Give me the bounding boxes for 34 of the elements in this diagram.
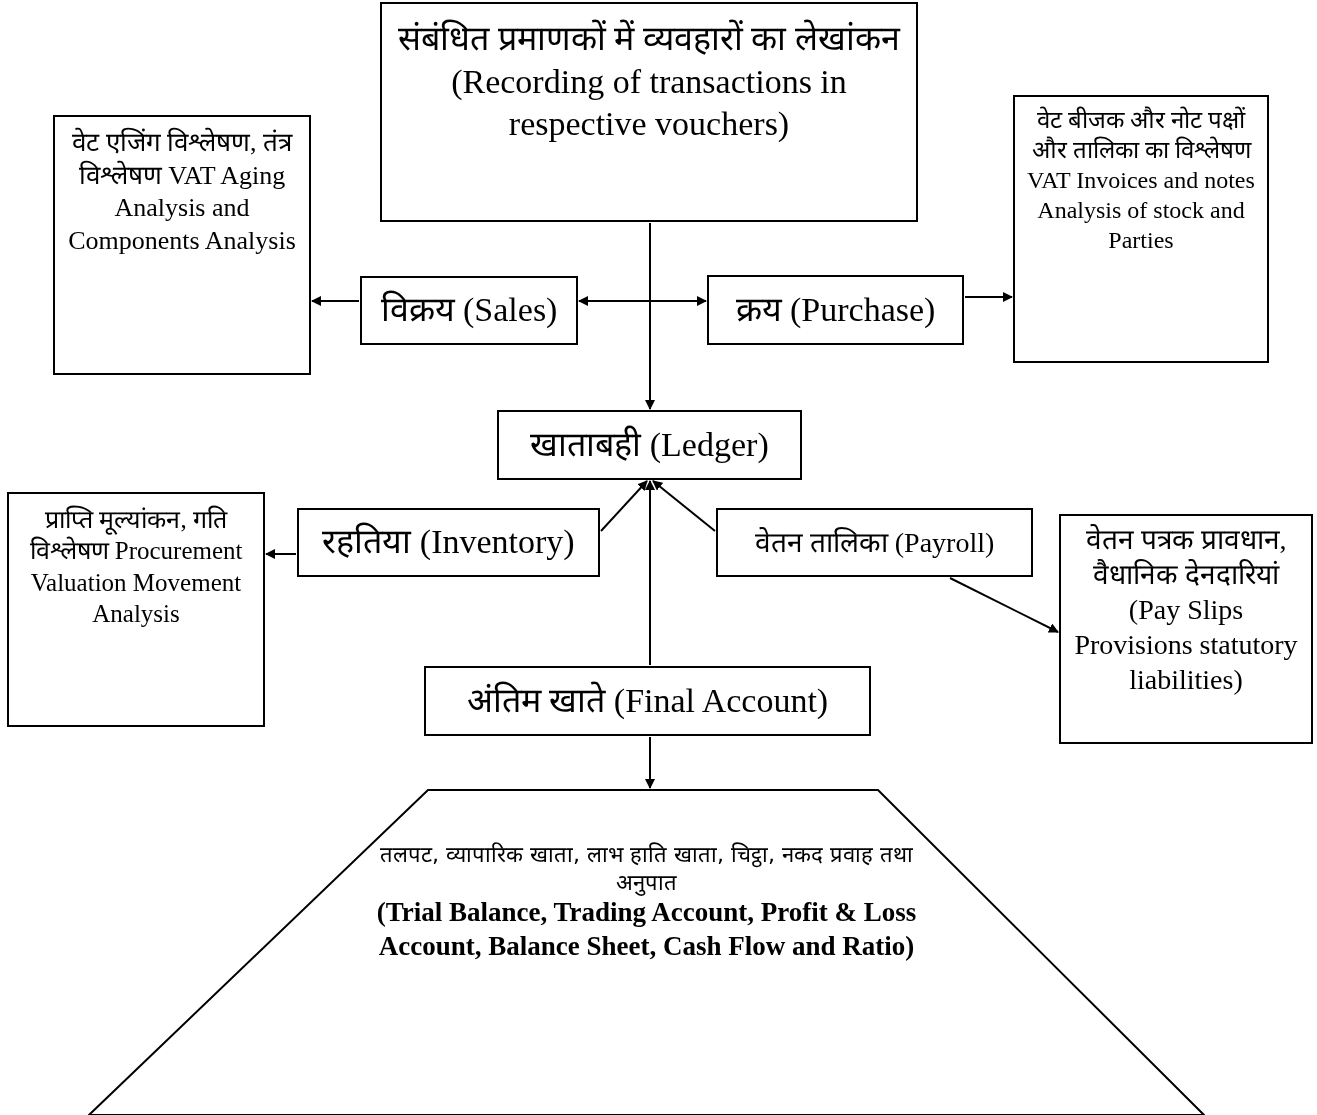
process-box [7, 492, 265, 727]
process-box [716, 508, 1033, 577]
arrow [645, 736, 655, 789]
process-box [424, 666, 871, 736]
arrow [600, 480, 648, 532]
box-text: क्रय (Purchase) [735, 289, 936, 330]
box-text: अंतिम खाते (Final Account) [466, 680, 829, 721]
process-box [1013, 95, 1269, 363]
box-text: (Trial Balance, Trading Account, Profit & Loss Account, Balance Sheet, Cash Flow and Ratio) [375, 896, 918, 963]
arrow [949, 577, 1059, 633]
process-box [360, 276, 578, 345]
arrow [964, 292, 1013, 302]
box-text: खाताबही (Ledger) [530, 424, 769, 465]
box-text: विक्रय (Sales) [380, 289, 558, 331]
arrow [311, 296, 360, 306]
arrow [645, 480, 655, 666]
process-box [707, 275, 964, 345]
box-text: वेतन पत्रक प्रावधान, वैधानिक देनदारियां (Pay Slips Provisions statutory liabilities) [1073, 523, 1299, 697]
arrow [652, 480, 716, 532]
box-text: प्राप्ति मूल्यांकन, गति विश्लेषण Procurement Valuation Movement Analysis [28, 504, 244, 629]
box-text: वेट बीजक और नोट पक्षों और तालिका का विश्लेषण VAT Invoices and notes Analysis of stock and Parties [1026, 105, 1256, 255]
process-box [1059, 514, 1313, 744]
box-text: वेट एजिंग विश्लेषण, तंत्र विश्लेषण VAT Aging Analysis and Components Analysis [67, 127, 297, 257]
box-text: रहतिया (Inventory) [322, 521, 575, 563]
trapezoid-shape [88, 789, 1205, 1115]
box-text: वेतन तालिका (Payroll) [754, 526, 995, 560]
process-box [297, 508, 600, 577]
arrow [649, 222, 707, 306]
process-box [380, 2, 918, 222]
arrow [265, 549, 297, 559]
process-box [497, 410, 802, 480]
box-text: संबंधित प्रमाणकों में व्यवहारों का लेखांकन (Recording of transactions in respective vouchers) [397, 18, 902, 144]
process-box [53, 115, 311, 375]
box-text: तलपट, व्यापारिक खाता, लाभ हाति खाता, चिट्ठा, नकद प्रवाह तथा अनुपात [379, 841, 914, 896]
